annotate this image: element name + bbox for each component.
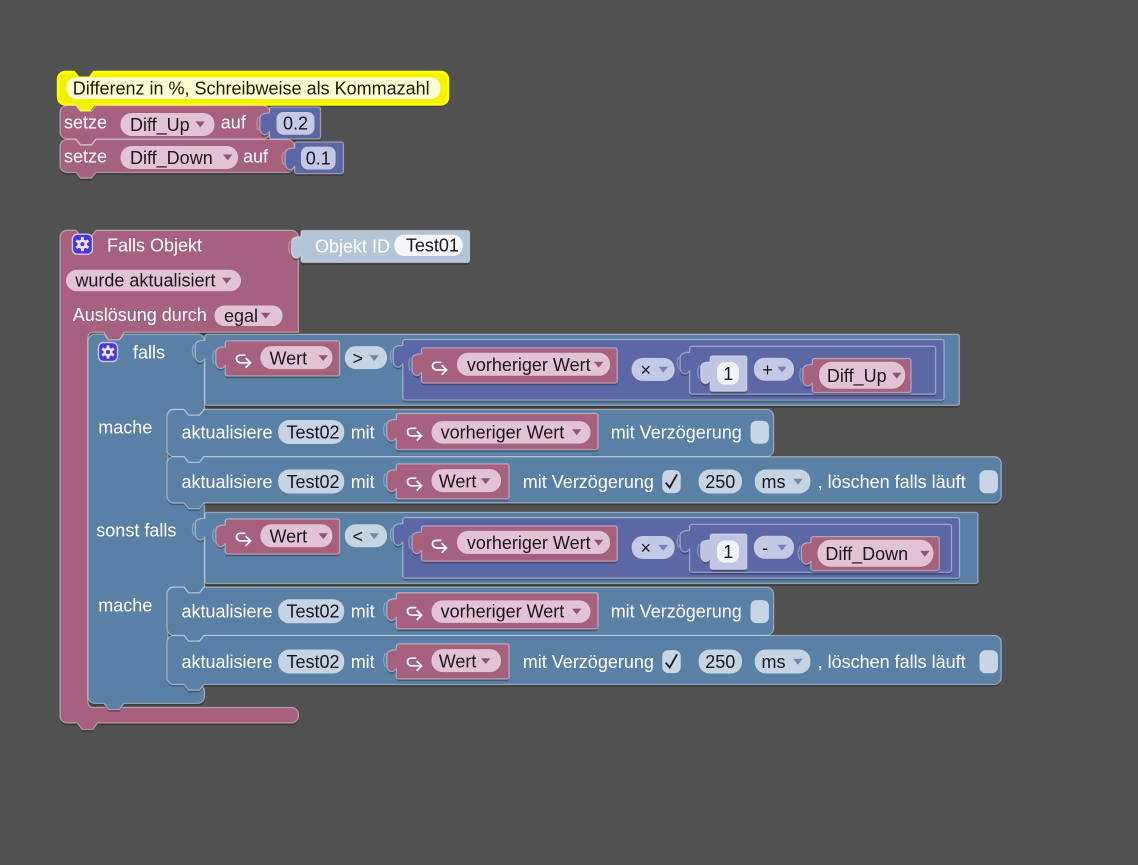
svg-text:×: × (641, 360, 652, 380)
svg-text:vorheriger Wert: vorheriger Wert (441, 602, 565, 622)
svg-text:mit: mit (351, 602, 375, 622)
svg-text:aktualisiere: aktualisiere (182, 602, 273, 622)
svg-text:egal: egal (224, 306, 258, 326)
svg-text:auf: auf (243, 146, 269, 166)
svg-text:setze: setze (64, 113, 107, 133)
svg-text:×: × (641, 538, 652, 558)
svg-text:mit: mit (351, 472, 375, 492)
svg-text:ms: ms (762, 652, 786, 672)
svg-text:Test02: Test02 (287, 472, 340, 492)
svg-text:aktualisiere: aktualisiere (182, 652, 273, 672)
svg-text:Test02: Test02 (287, 652, 340, 672)
svg-text:Differenz in %, Schreibweise a: Differenz in %, Schreibweise als Kommaza… (73, 79, 430, 99)
svg-text:mit Verzögerung: mit Verzögerung (523, 472, 654, 492)
svg-text:Test02: Test02 (287, 422, 340, 442)
svg-text:mache: mache (98, 417, 152, 437)
svg-text:, löschen falls läuft: , löschen falls läuft (818, 652, 966, 672)
svg-text:Auslösung durch: Auslösung durch (73, 305, 207, 325)
svg-text:Diff_Down: Diff_Down (825, 544, 908, 565)
svg-text:-: - (762, 538, 768, 558)
svg-text:setze: setze (64, 146, 107, 166)
svg-text:falls: falls (133, 343, 165, 363)
svg-text:Diff_Down: Diff_Down (130, 148, 213, 169)
svg-text:sonst falls: sonst falls (96, 520, 176, 540)
svg-text:, löschen falls läuft: , löschen falls läuft (818, 472, 966, 492)
svg-text:Wert: Wert (439, 471, 477, 491)
svg-text:>: > (353, 348, 364, 368)
svg-text:Wert: Wert (270, 526, 308, 546)
svg-text:250: 250 (705, 652, 735, 672)
svg-text:mit Verzögerung: mit Verzögerung (611, 602, 742, 622)
svg-text:aktualisiere: aktualisiere (182, 422, 273, 442)
svg-text:+: + (762, 360, 773, 380)
svg-text:mit: mit (351, 422, 375, 442)
svg-text:vorheriger Wert: vorheriger Wert (441, 422, 565, 442)
svg-text:mit: mit (351, 652, 375, 672)
svg-text:0.2: 0.2 (283, 114, 308, 134)
svg-text:mache: mache (98, 595, 152, 615)
svg-text:Objekt ID: Objekt ID (315, 237, 390, 257)
svg-text:vorheriger Wert: vorheriger Wert (467, 533, 591, 553)
svg-text:Wert: Wert (439, 651, 477, 671)
svg-text:1: 1 (723, 542, 733, 562)
svg-text:<: < (353, 526, 364, 546)
svg-text:Falls Objekt: Falls Objekt (107, 236, 202, 256)
svg-text:250: 250 (705, 472, 735, 492)
svg-text:Test01: Test01 (406, 236, 459, 256)
svg-text:0.1: 0.1 (306, 148, 331, 168)
svg-text:vorheriger Wert: vorheriger Wert (467, 355, 591, 375)
svg-text:aktualisiere: aktualisiere (182, 472, 273, 492)
svg-text:Test02: Test02 (287, 602, 340, 622)
svg-text:Wert: Wert (270, 348, 308, 368)
svg-text:Diff_Up: Diff_Up (827, 366, 887, 387)
svg-text:1: 1 (723, 364, 733, 384)
svg-text:Diff_Up: Diff_Up (130, 115, 190, 136)
svg-text:mit Verzögerung: mit Verzögerung (523, 652, 654, 672)
svg-text:mit Verzögerung: mit Verzögerung (611, 422, 742, 442)
svg-text:wurde aktualisiert: wurde aktualisiert (74, 271, 215, 291)
svg-text:auf: auf (221, 113, 247, 133)
svg-text:ms: ms (762, 472, 786, 492)
